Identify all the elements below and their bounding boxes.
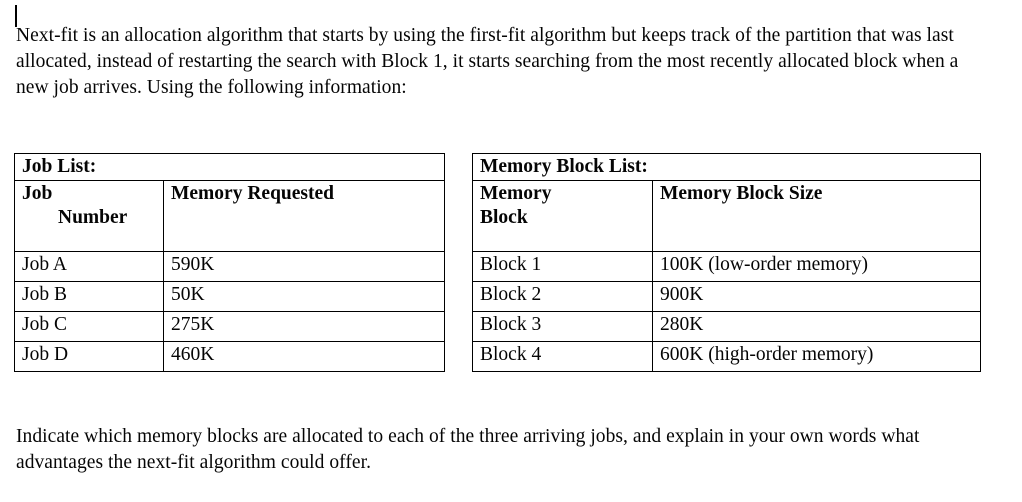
job-list-header-row: Job Number Memory Requested bbox=[14, 180, 446, 252]
text-caret bbox=[15, 5, 17, 27]
memory-block-list-table: Memory Block List: Memory Block Memory B… bbox=[471, 153, 982, 372]
table-row: Job D 460K bbox=[14, 341, 446, 372]
job-memory-cell: 590K bbox=[162, 251, 446, 282]
job-list-title-row: Job List: bbox=[13, 153, 446, 181]
job-number-header-line2: Number bbox=[58, 207, 128, 228]
job-memory-cell: 50K bbox=[162, 281, 446, 312]
memory-block-list-header-row: Memory Block Memory Block Size bbox=[472, 180, 982, 252]
job-name-cell: Job D bbox=[14, 341, 164, 372]
job-list-title: Job List: bbox=[13, 153, 446, 181]
job-memory-cell: 460K bbox=[162, 341, 446, 372]
memory-block-header: Memory Block bbox=[472, 180, 653, 252]
memory-block-header-line2: Block bbox=[480, 207, 528, 228]
block-name-cell: Block 3 bbox=[472, 311, 653, 342]
memory-block-list-title: Memory Block List: bbox=[471, 153, 982, 181]
job-list-table: Job List: Job Number Memory Requested Jo… bbox=[13, 153, 446, 372]
table-row: Block 4 600K (high-order memory) bbox=[472, 341, 982, 372]
block-name-cell: Block 2 bbox=[472, 281, 653, 312]
block-size-cell: 280K bbox=[651, 311, 982, 342]
block-size-cell: 900K bbox=[651, 281, 982, 312]
job-number-header-line1: Job bbox=[22, 183, 53, 204]
memory-requested-header: Memory Requested bbox=[162, 180, 446, 252]
memory-block-header-line1: Memory bbox=[480, 183, 552, 204]
memory-block-size-header: Memory Block Size bbox=[651, 180, 982, 252]
job-number-header: Job Number bbox=[14, 180, 164, 252]
table-row: Job A 590K bbox=[14, 251, 446, 282]
block-size-cell: 600K (high-order memory) bbox=[651, 341, 982, 372]
table-row: Job C 275K bbox=[14, 311, 446, 342]
job-name-cell: Job B bbox=[14, 281, 164, 312]
table-row: Block 3 280K bbox=[472, 311, 982, 342]
table-row: Job B 50K bbox=[14, 281, 446, 312]
block-size-cell: 100K (low-order memory) bbox=[651, 251, 982, 282]
intro-paragraph: Next-fit is an allocation algorithm that… bbox=[16, 24, 959, 98]
table-row: Block 1 100K (low-order memory) bbox=[472, 251, 982, 282]
job-name-cell: Job C bbox=[14, 311, 164, 342]
block-name-cell: Block 4 bbox=[472, 341, 653, 372]
table-row: Block 2 900K bbox=[472, 281, 982, 312]
job-name-cell: Job A bbox=[14, 251, 164, 282]
job-memory-cell: 275K bbox=[162, 311, 446, 342]
block-name-cell: Block 1 bbox=[472, 251, 653, 282]
closing-paragraph: Indicate which memory blocks are allocat… bbox=[16, 425, 920, 473]
memory-block-list-title-row: Memory Block List: bbox=[471, 153, 982, 181]
